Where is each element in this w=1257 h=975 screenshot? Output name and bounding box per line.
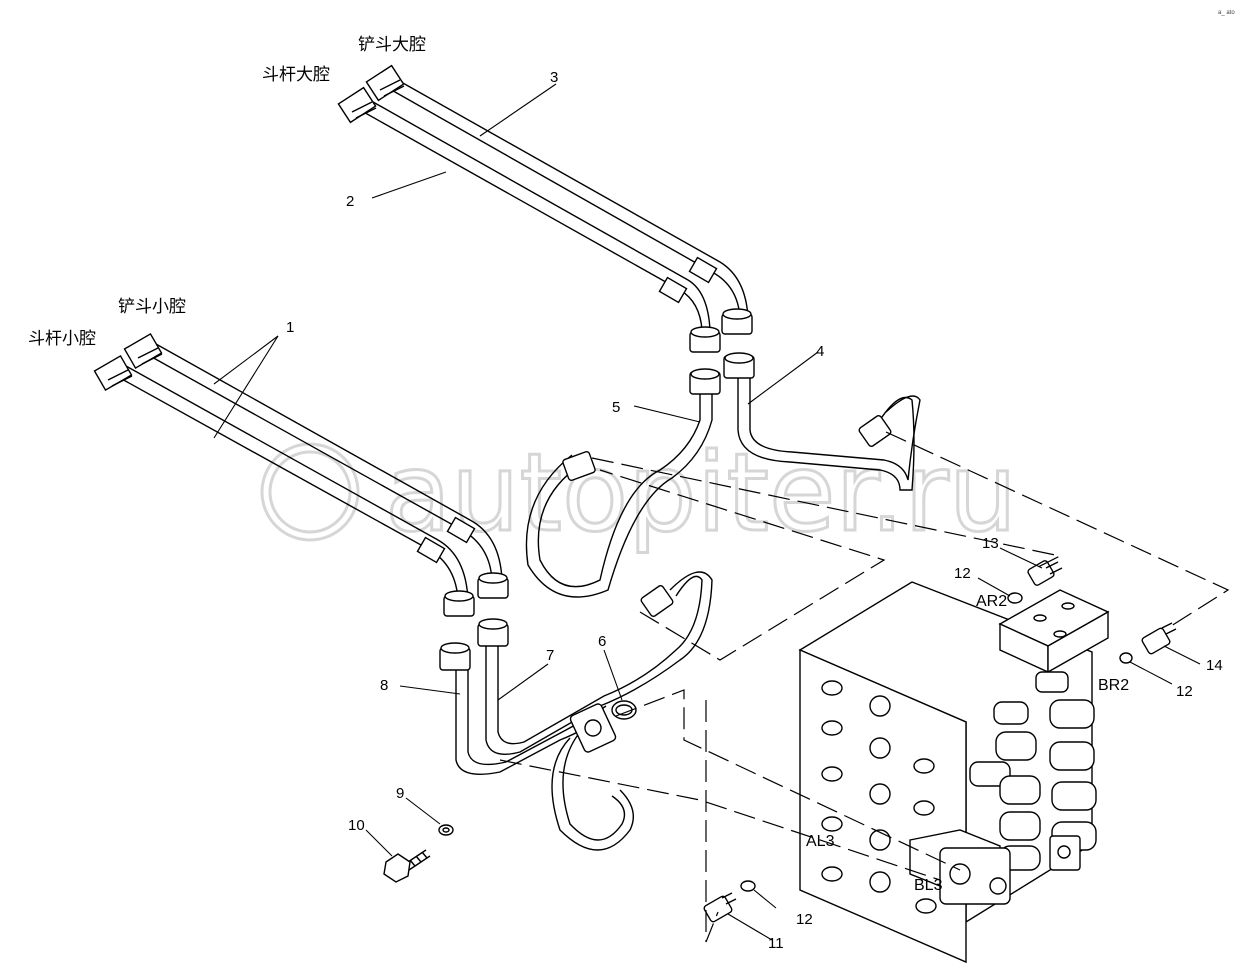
port-bl3: BL3 xyxy=(914,877,943,894)
pipe-4-5 xyxy=(525,352,921,598)
callout-1: 1 xyxy=(286,319,294,336)
hose-lower-pair xyxy=(93,333,509,617)
corner-mark: a_ ato xyxy=(1218,10,1235,16)
spool-caps xyxy=(969,671,1097,871)
callout-7: 7 xyxy=(546,647,554,664)
label-bucket-big-chamber: 铲斗大腔 xyxy=(358,35,426,55)
callout-5: 5 xyxy=(612,399,620,416)
callout-13: 13 xyxy=(982,535,999,552)
bolt-and-washer xyxy=(383,824,454,883)
leader-lines xyxy=(213,83,1201,941)
callout-12-upper: 12 xyxy=(954,565,971,582)
callout-3: 3 xyxy=(550,69,558,86)
callout-12-right: 12 xyxy=(1176,683,1193,700)
pipe-7-8 xyxy=(439,571,713,851)
hose-upper-pair xyxy=(337,64,753,353)
label-arm-small-chamber: 斗杆小腔 xyxy=(28,329,96,349)
port-al3: AL3 xyxy=(806,833,835,850)
callout-8: 8 xyxy=(380,677,388,694)
label-arm-big-chamber: 斗杆大腔 xyxy=(262,65,330,85)
callout-12-lower: 12 xyxy=(796,911,813,928)
connection-dashes xyxy=(499,431,1230,943)
label-bucket-small-chamber: 铲斗小腔 xyxy=(118,297,186,317)
watermark: autopiter.ru xyxy=(260,430,1019,558)
watermark-text: autopiter.ru xyxy=(385,431,1017,556)
port-br2: BR2 xyxy=(1098,677,1129,694)
fittings xyxy=(703,560,1177,923)
callout-4: 4 xyxy=(816,343,824,360)
callout-6: 6 xyxy=(598,633,606,650)
port-ar2: AR2 xyxy=(976,593,1007,610)
callout-2: 2 xyxy=(346,193,354,210)
callout-9: 9 xyxy=(396,785,404,802)
callout-10: 10 xyxy=(348,817,365,834)
control-valve-block xyxy=(798,581,1110,964)
callout-11: 11 xyxy=(768,935,784,952)
callout-14: 14 xyxy=(1206,657,1223,674)
